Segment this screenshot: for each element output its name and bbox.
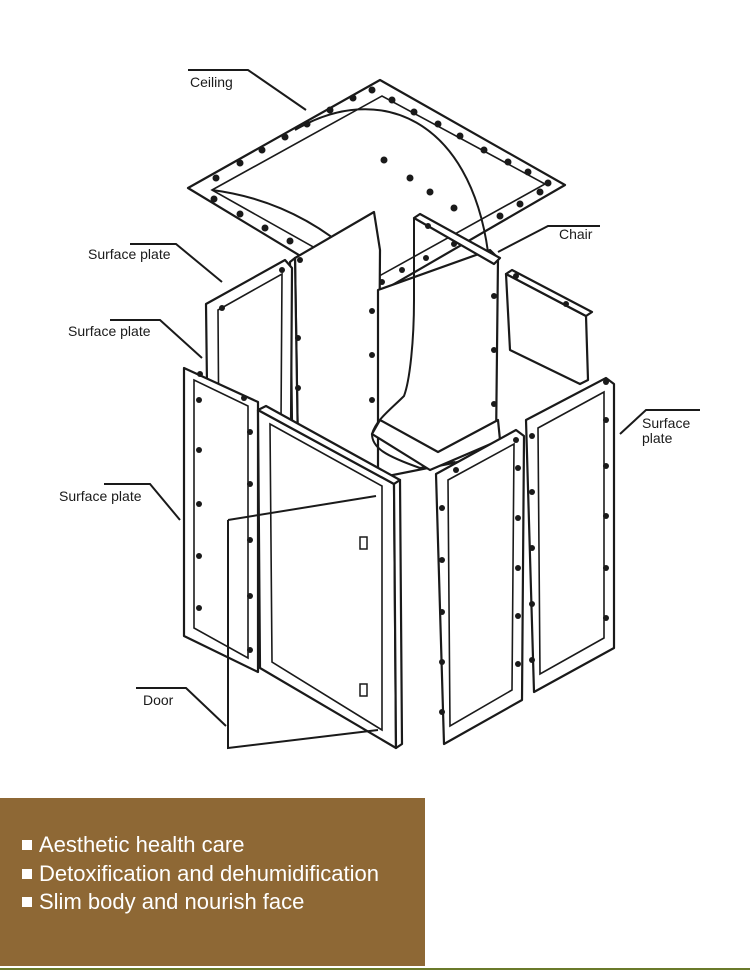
square-bullet-icon (22, 897, 32, 908)
ceiling-panel (186, 78, 567, 300)
bottom-divider (0, 968, 750, 970)
feature-item: Aesthetic health care (22, 831, 425, 860)
label-surface-plate-right-line1: Surface (642, 415, 690, 431)
feature-text: Slim body and nourish face (39, 889, 305, 914)
label-surface-plate-right-line2: plate (642, 430, 673, 446)
feature-item: Slim body and nourish face (22, 888, 425, 917)
label-surface-plate-mid-left: Surface plate (68, 323, 151, 339)
left-surface-plate-front (182, 366, 260, 674)
feature-text: Detoxification and dehumidification (39, 860, 379, 886)
feature-text: Aesthetic health care (39, 832, 245, 857)
exploded-sauna-diagram: Ceiling Chair Surface plate Surface plat… (59, 69, 700, 750)
label-door: Door (143, 692, 174, 708)
square-bullet-icon (22, 868, 32, 879)
leader-lines (104, 69, 700, 727)
feature-list: Aesthetic health care Detoxification and… (0, 798, 425, 917)
label-surface-plate-top-left: Surface plate (88, 246, 171, 262)
right-surface-plate-back (504, 268, 594, 386)
label-ceiling: Ceiling (190, 74, 233, 90)
right-surface-plate-inner (434, 428, 526, 746)
feature-box: Aesthetic health care Detoxification and… (0, 798, 425, 966)
feature-item: Detoxification and dehumidification (22, 860, 425, 889)
label-surface-plate-lower-left: Surface plate (59, 488, 142, 504)
door-swing-lines (227, 495, 379, 750)
right-surface-plate-outer (524, 376, 616, 694)
square-bullet-icon (22, 840, 32, 851)
label-chair: Chair (559, 226, 593, 242)
chair-wall (370, 212, 502, 480)
